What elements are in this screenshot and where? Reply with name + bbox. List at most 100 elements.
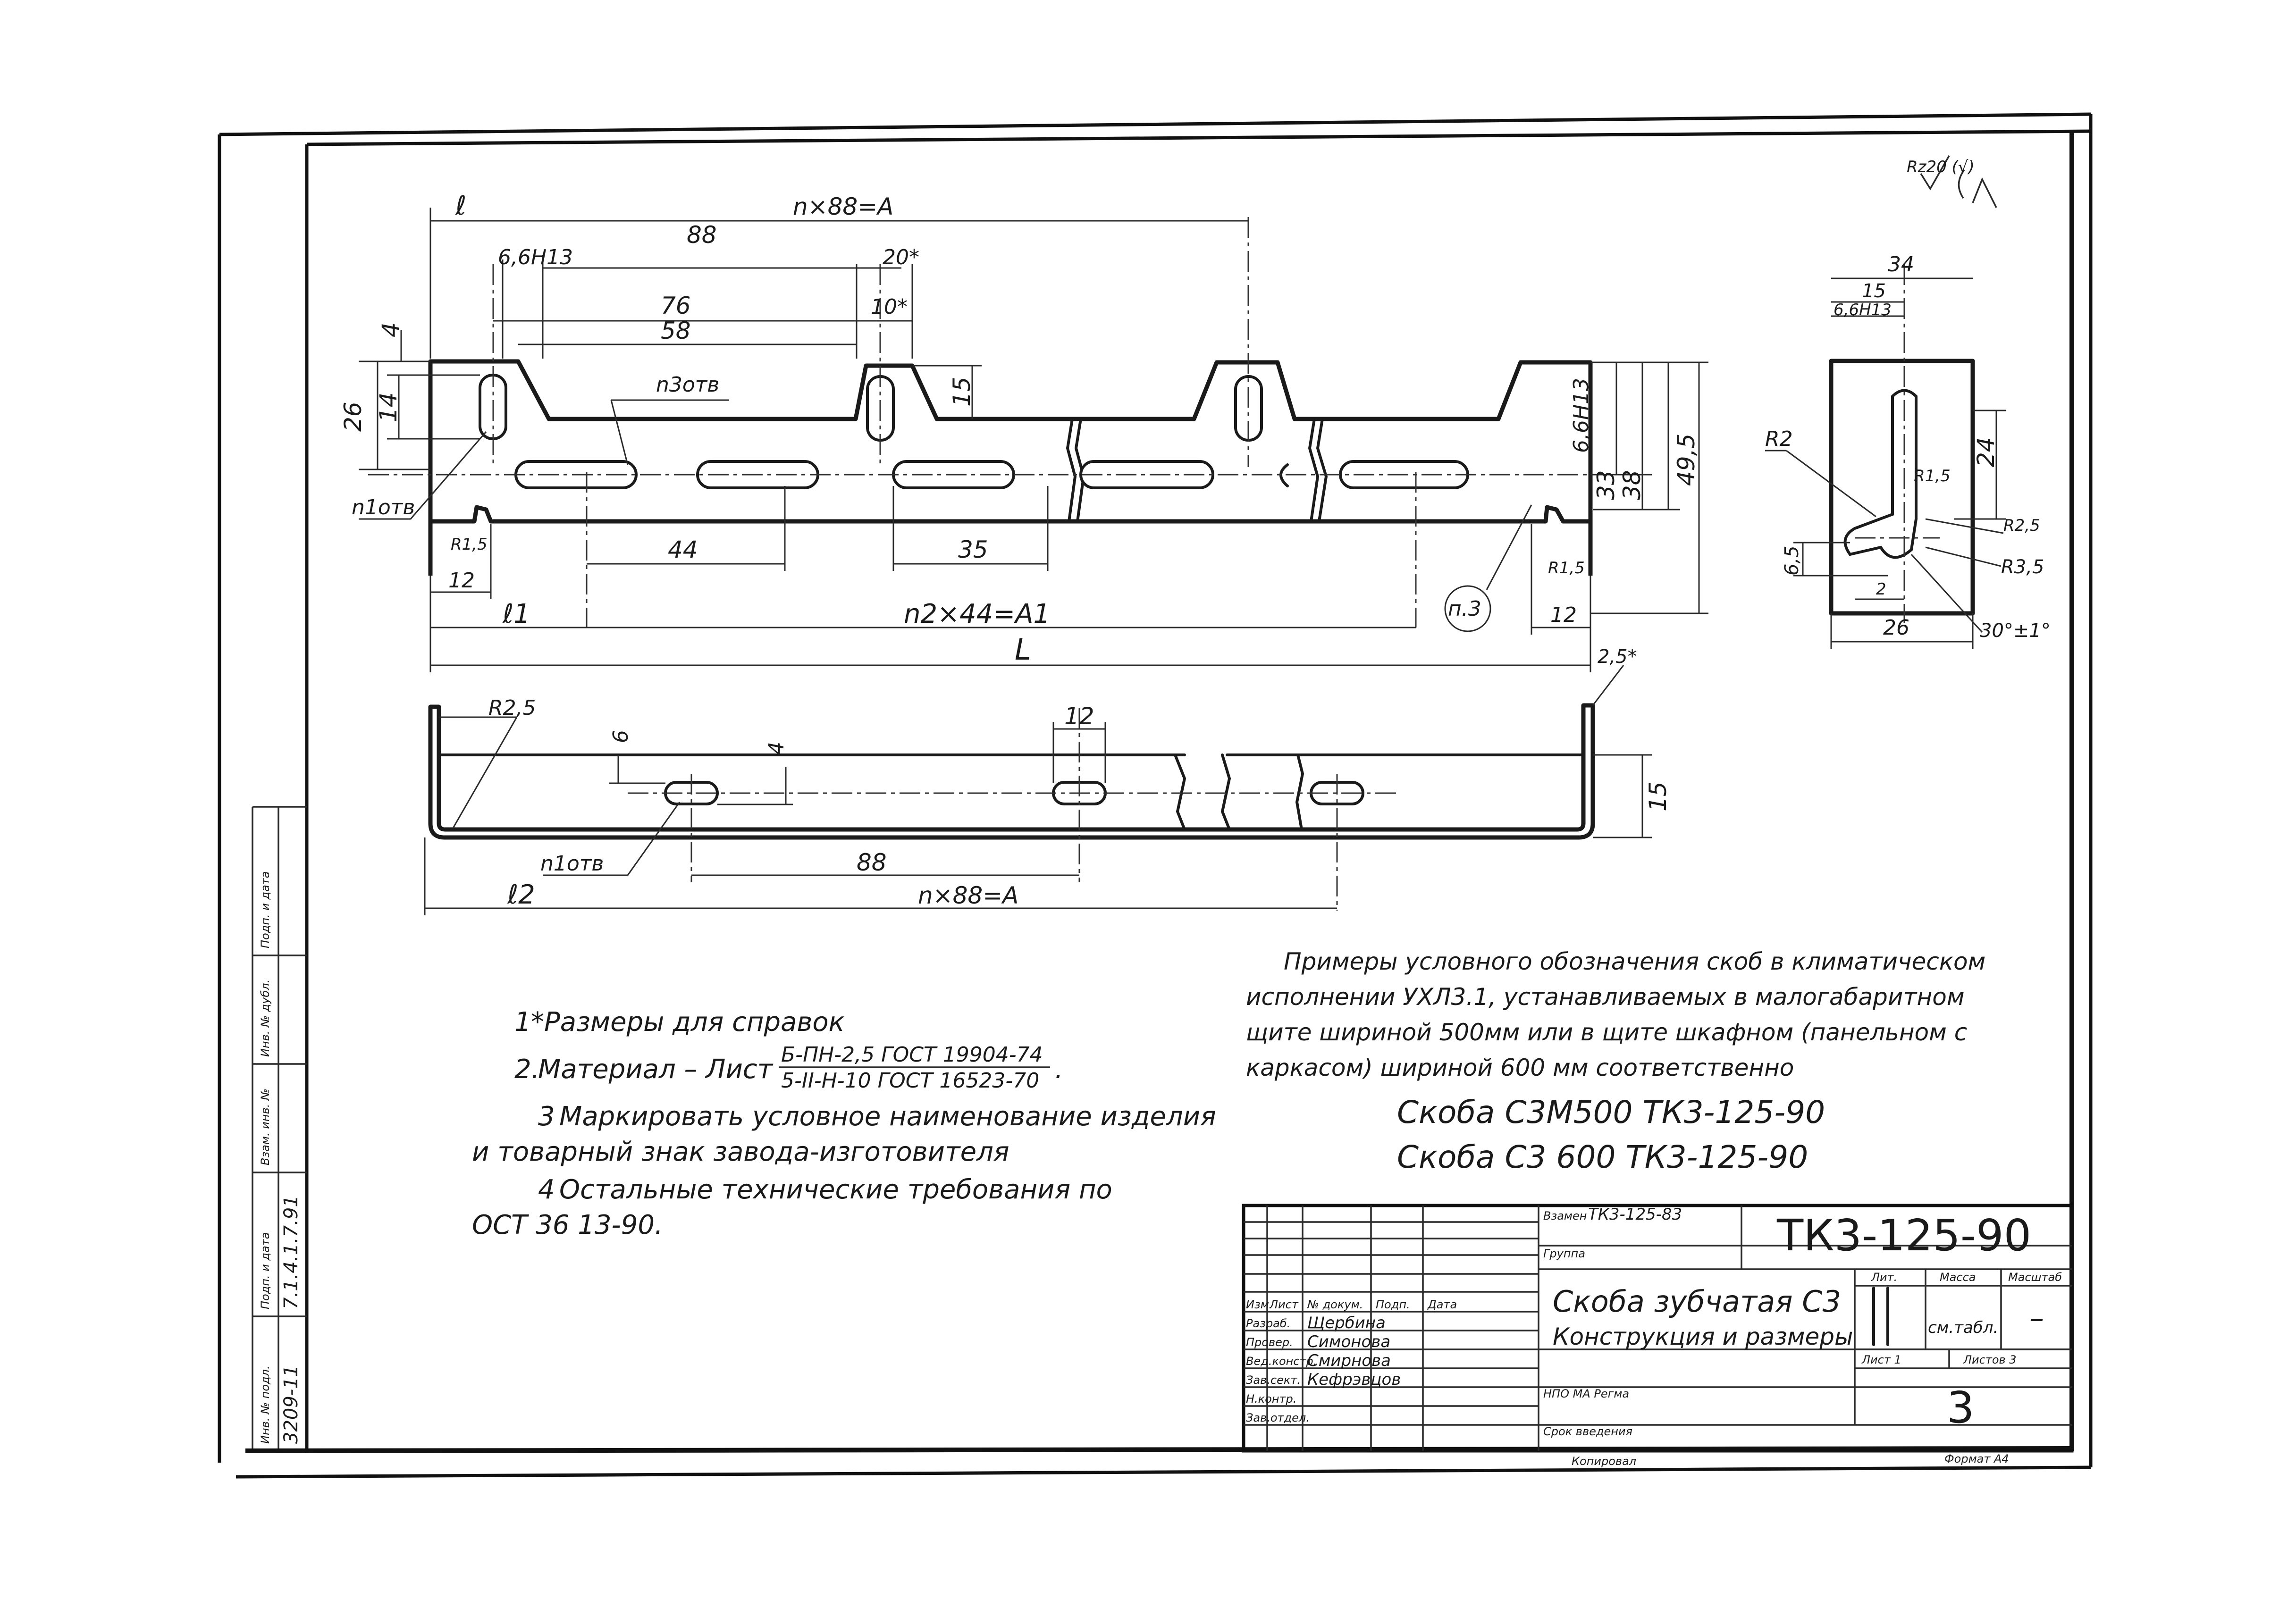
tb-name-3: Кефрэвцов: [1307, 1370, 1401, 1389]
break-line-2b: [1316, 418, 1328, 523]
side-label-inv-dubl: Инв. № дубл.: [259, 979, 272, 1057]
sec-dim-r2: R2: [1765, 427, 1793, 451]
sec-dim-6-5: 6,5: [1781, 545, 1803, 576]
side-label-podp-2: Подп. и дата: [259, 871, 272, 949]
dim-15-bottom: 15: [1644, 781, 1672, 812]
dim-hole-top: 6,6Н13: [498, 245, 573, 269]
roughness-mark: Rz20 (√): [1907, 155, 1997, 208]
sec-dim-34: 34: [1888, 252, 1914, 276]
sec-dim-angle: 30°±1°: [1980, 620, 2051, 642]
title-block: Взамен ТК3-125-83 Группа ТК3-125-90 Скоб…: [1242, 1204, 2074, 1468]
sec-dim-r15: R1,5: [1914, 467, 1951, 486]
tb-role-1: Провер.: [1246, 1336, 1293, 1349]
bottom-break-3: [1295, 753, 1304, 831]
dim-n88A-top: n×88=A: [793, 193, 893, 220]
break-line-2: [1308, 418, 1319, 523]
tb-rev-h4: Дата: [1427, 1298, 1457, 1311]
dim-n2-44: n2×44=A1: [904, 599, 1050, 629]
dim-4-bottom: 4: [765, 742, 789, 755]
example-line-1: Примеры условного обозначения скоб в кли…: [1284, 948, 1985, 975]
sec-dim-2: 2: [1876, 580, 1886, 599]
dim-10: 10*: [871, 295, 908, 319]
leader-n1-top: n1отв: [352, 495, 415, 519]
dim-12-left: 12: [448, 569, 475, 593]
dim-76: 76: [661, 292, 691, 319]
note-4-num: 4: [538, 1174, 555, 1205]
dim-n88A-bottom: n×88=A: [918, 882, 1018, 909]
example-line-2: исполнении УХЛ3.1, устанавливаемых в мал…: [1246, 983, 1965, 1011]
break-line-1b: [1075, 418, 1085, 523]
side-label-podp-1: Подп. и дата: [259, 1232, 272, 1310]
top-view: ℓ n×88=A 88 6,6Н13 20* 76 10* 58 4 14 26…: [339, 191, 1708, 672]
tb-footer-mid: Формат А4: [1944, 1452, 2009, 1465]
tb-org: НПО МА Регма: [1543, 1387, 1629, 1400]
note-4-cont: ОСТ 36 13-90.: [472, 1210, 663, 1240]
side-strip: Подп. и дата Инв. № дубл. Взам. инв. № П…: [252, 806, 307, 1448]
tb-listov-label: Листов 3: [1963, 1353, 2017, 1366]
tb-name-line1: Скоба зубчатая С3: [1553, 1284, 1841, 1319]
example-item-1: Скоба С3М500 ТК3-125-90: [1397, 1094, 1825, 1130]
tb-list-label: Лист 1: [1861, 1353, 1901, 1366]
dim-12-right: 12: [1550, 603, 1577, 627]
dim-l: ℓ: [455, 191, 466, 221]
note-2-tail: .: [1055, 1054, 1063, 1085]
dim-38: 38: [1618, 470, 1646, 500]
tb-srok-label: Срок введения: [1543, 1425, 1632, 1438]
section-slot: [1843, 389, 1918, 559]
roughness-text: Rz20 (√): [1907, 158, 1975, 176]
dim-6-bottom: 6: [609, 730, 633, 743]
sec-dim-r35: R3,5: [2001, 556, 2044, 578]
sec-dim-24: 24: [1972, 437, 2000, 467]
dim-4: 4: [377, 322, 404, 337]
tb-role-2: Вед.констр.: [1246, 1355, 1317, 1368]
note-2-frac-top: Б-ПН-2,5 ГОСТ 19904-74: [781, 1043, 1043, 1067]
bottom-view: R2,5 6 4 12 2,5* 15 88 ℓ2 n×88=A n1отв: [424, 646, 1672, 915]
dim-l2: ℓ2: [507, 879, 535, 910]
tb-name-line2: Конструкция и размеры: [1553, 1323, 1853, 1350]
dim-r15-right: R1,5: [1548, 559, 1585, 578]
dim-L: L: [1015, 632, 1031, 667]
tb-rev-h2: № докум.: [1306, 1298, 1363, 1311]
tb-vzamen-label: Взамен: [1543, 1209, 1587, 1222]
tb-role-5: Зав.отдел.: [1246, 1411, 1310, 1424]
tb-name-0: Щербина: [1307, 1314, 1386, 1332]
tb-name-1: Симонова: [1307, 1332, 1390, 1351]
dim-88-top: 88: [687, 221, 717, 249]
tb-role-4: Н.контр.: [1246, 1392, 1296, 1406]
bottom-break-2: [1221, 753, 1231, 831]
note-4-text: Остальные технические требования по: [559, 1174, 1112, 1205]
example-line-4: каркасом) шириной 600 мм соответственно: [1246, 1054, 1794, 1081]
dim-2-5-bottom: 2,5*: [1598, 646, 1637, 668]
bottom-view-outline: [428, 703, 1595, 840]
note-2-frac-bottom: 5-II-Н-10 ГОСТ 16523-70: [781, 1069, 1039, 1093]
sheet-frame: [218, 112, 2093, 1479]
sec-dim-15: 15: [1862, 280, 1886, 302]
dim-35: 35: [958, 536, 988, 563]
dim-44: 44: [668, 536, 698, 563]
note-1-text: *Размеры для справок: [531, 1007, 845, 1038]
tb-masshtab-value: –: [2029, 1301, 2044, 1335]
dim-49-5: 49,5: [1673, 434, 1700, 486]
note-2-text: Материал – Лист: [538, 1054, 774, 1085]
sec-dim-26: 26: [1883, 616, 1909, 640]
examples-block: Примеры условного обозначения скоб в кли…: [1246, 948, 1985, 1175]
tb-role-3: Зав.сект.: [1246, 1373, 1301, 1387]
dim-58: 58: [661, 317, 691, 344]
dim-26: 26: [339, 402, 367, 432]
dim-15-top: 15: [948, 377, 976, 407]
tb-rev-h1: Лист: [1269, 1298, 1299, 1311]
tb-lit-label: Лит.: [1871, 1271, 1897, 1284]
dim-r25-bottom: R2,5: [488, 696, 536, 720]
dim-14: 14: [375, 392, 402, 422]
tb-massa-value: см.табл.: [1928, 1318, 1998, 1337]
tb-masshtab-label: Масштаб: [2008, 1271, 2062, 1284]
dim-r15-left: R1,5: [451, 535, 488, 554]
break-line-1: [1066, 418, 1077, 523]
sec-dim-hole: 6,6Н13: [1834, 301, 1892, 319]
note-1-num: 1: [514, 1007, 531, 1038]
bottom-break-1: [1174, 753, 1186, 831]
notes-block: 1 *Размеры для справок 2. Материал – Лис…: [472, 1007, 1216, 1240]
side-label-inv-podl: Инв. № подл.: [259, 1365, 272, 1444]
example-line-3: щите шириной 500мм или в щите шкафном (п…: [1246, 1019, 1967, 1046]
